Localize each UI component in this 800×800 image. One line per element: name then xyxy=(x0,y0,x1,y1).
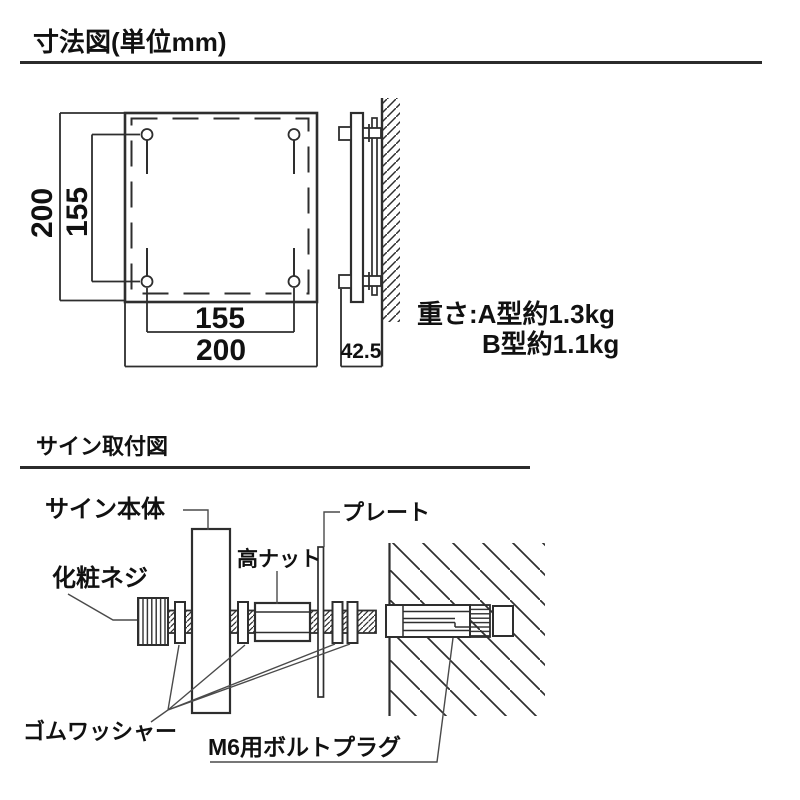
leader-plate xyxy=(323,511,340,547)
label-rubber-washer: ゴムワッシャー xyxy=(23,719,177,744)
dim-lines-width-outer xyxy=(124,302,318,368)
label-sign-body: サイン本体 xyxy=(45,496,166,523)
sign-body-section xyxy=(190,527,232,715)
wall-plate-side xyxy=(371,117,378,296)
dim-lines-height-outer xyxy=(59,112,125,302)
weight-type-a: 重さ:A型約1.3kg xyxy=(417,299,615,329)
front-view: 200 155 155 200 xyxy=(26,111,319,368)
side-view: 42.5 xyxy=(338,98,400,368)
fixing-bolt-bottom xyxy=(338,272,382,290)
leader-decorative-screw xyxy=(67,593,137,621)
bolt-plug-anchor xyxy=(385,604,514,638)
dim-lines-width-inner xyxy=(146,288,295,333)
leader-sign-body xyxy=(183,509,209,530)
dim-value-depth: 42.5 xyxy=(341,340,382,363)
label-decorative-screw: 化粧ネジ xyxy=(52,564,148,592)
high-nut xyxy=(253,601,312,643)
section-divider-top xyxy=(20,61,762,64)
fixing-bolt-top xyxy=(338,124,382,142)
sign-body-side xyxy=(349,111,365,304)
dim-value-width-inner: 155 xyxy=(195,302,245,335)
label-high-nut: 高ナット xyxy=(237,547,321,571)
dim-lines-height-inner xyxy=(91,133,140,283)
section-divider-mounting xyxy=(20,466,530,469)
mounting-section-title: サイン取付図 xyxy=(36,434,169,459)
decorative-screw-knob xyxy=(137,597,169,646)
dim-lines-depth xyxy=(340,289,382,368)
rubber-washers xyxy=(174,601,359,644)
sign-outline-front xyxy=(123,111,319,304)
leader-rubber-washers xyxy=(150,643,351,723)
label-plate: プレート xyxy=(342,500,430,525)
plate-section xyxy=(317,546,325,698)
leader-lines xyxy=(67,509,454,763)
weight-type-b: B型約1.1kg xyxy=(482,329,620,359)
dim-value-width-outer: 200 xyxy=(196,334,246,367)
dim-value-height-inner: 155 xyxy=(61,187,94,237)
mounting-diagram: サイン本体 プレート 高ナット 化粧ネジ ゴムワッシャー M6用ボルトプラグ xyxy=(23,496,545,763)
leader-bolt-plug xyxy=(210,637,454,763)
label-bolt-plug: M6用ボルトプラグ xyxy=(208,734,401,760)
dim-value-height-outer: 200 xyxy=(26,188,59,238)
wall-hatch-side xyxy=(382,98,400,322)
mounting-holes xyxy=(140,128,301,288)
hole-slot-lines xyxy=(146,140,295,276)
dimension-section-title: 寸法図(単位mm) xyxy=(33,27,227,57)
sign-back-panel-dashed xyxy=(130,117,310,295)
